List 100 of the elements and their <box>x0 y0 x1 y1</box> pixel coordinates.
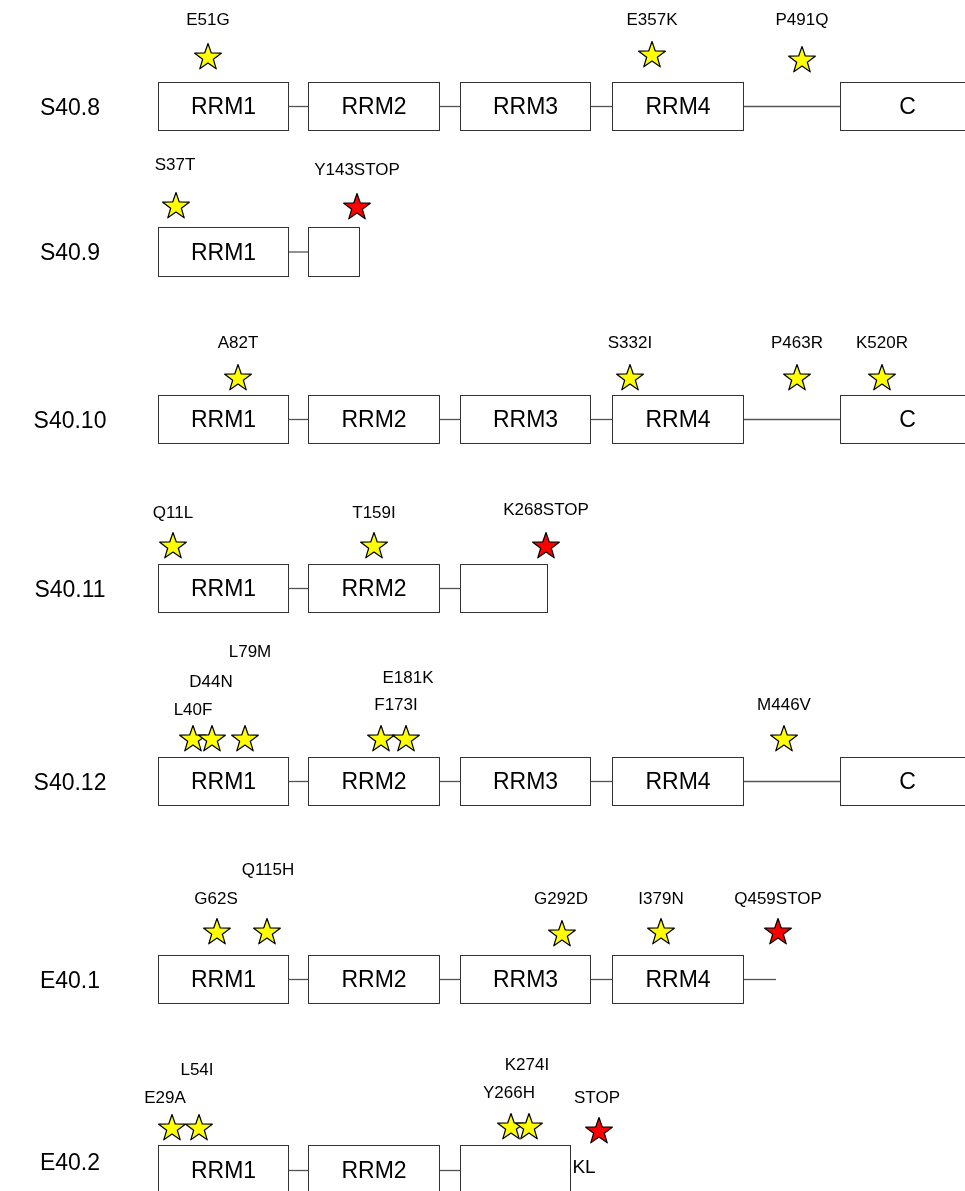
domain-label: RRM3 <box>492 93 559 120</box>
connector-line <box>288 418 309 421</box>
mutation-label: K274I <box>504 1055 550 1075</box>
domain-box <box>308 227 360 277</box>
domain-box <box>460 1145 571 1191</box>
domain-box <box>612 757 744 806</box>
mutation-label: S332I <box>607 333 653 353</box>
mutation-label: P491Q <box>775 10 829 30</box>
domain-label: RRM2 <box>341 1157 407 1184</box>
domain-box <box>612 955 744 1004</box>
domain-label: RRM3 <box>492 768 559 795</box>
connector-line <box>743 978 777 981</box>
domain-box <box>158 82 289 131</box>
domain-box <box>308 82 440 131</box>
domain-label: RRM2 <box>341 966 407 993</box>
domain-label: RRM1 <box>190 1157 257 1184</box>
mutation-label: D44N <box>189 672 233 692</box>
connector-line <box>288 978 309 981</box>
domain-label: C <box>899 768 916 795</box>
domain-box <box>460 395 591 444</box>
mutation-label: Y266H <box>483 1083 535 1103</box>
mutation-label: STOP <box>574 1088 620 1108</box>
row-label: E40.1 <box>39 966 101 994</box>
mutation-label: L79M <box>228 642 272 662</box>
domain-box <box>158 227 289 277</box>
connector-line <box>288 1169 309 1172</box>
domain-box <box>158 395 289 444</box>
connector-line <box>590 780 613 783</box>
domain-box <box>308 955 440 1004</box>
row-label: S40.8 <box>39 93 101 121</box>
domain-label: RRM1 <box>190 238 257 266</box>
domain-label: RRM3 <box>492 966 559 993</box>
mutation-label: E29A <box>144 1088 186 1108</box>
mutation-label: E181K <box>382 668 434 688</box>
domain-box <box>158 757 289 806</box>
domain-label: RRM2 <box>341 768 407 795</box>
connector-line <box>439 587 461 590</box>
mutation-label: Y143STOP <box>314 160 400 180</box>
mutation-label: E51G <box>186 10 230 30</box>
domain-label: RRM1 <box>190 966 257 993</box>
domain-box <box>612 82 744 131</box>
domain-label: RRM2 <box>341 93 407 120</box>
domain-label: RRM1 <box>190 768 257 795</box>
domain-label: RRM1 <box>190 93 257 120</box>
domain-label: RRM2 <box>341 406 407 433</box>
connector-line <box>288 587 309 590</box>
domain-box <box>158 955 289 1004</box>
row-label: E40.2 <box>39 1148 101 1176</box>
domain-label: RRM4 <box>645 768 711 795</box>
domain-box <box>460 564 548 613</box>
domain-box <box>158 1145 289 1191</box>
connector-line <box>288 251 309 253</box>
connector-line <box>439 1169 461 1172</box>
mutation-label: L40F <box>173 700 213 720</box>
domain-box <box>460 955 591 1004</box>
connector-line <box>439 780 461 783</box>
domain-label: C <box>899 93 916 120</box>
mutation-label: Q115H <box>241 860 295 880</box>
connector-line <box>439 978 461 981</box>
domain-label: RRM2 <box>341 575 407 602</box>
mutation-label: F173I <box>374 695 418 715</box>
mutation-label: T159I <box>352 503 396 523</box>
domain-box <box>308 564 440 613</box>
connector-line <box>590 978 613 981</box>
mutation-label: A82T <box>217 333 259 353</box>
domain-box <box>840 757 965 806</box>
domain-label: RRM1 <box>190 406 257 433</box>
domain-label: RRM4 <box>645 406 711 433</box>
connector-line <box>743 105 841 108</box>
mutation-label: Q459STOP <box>734 889 822 909</box>
connector-line <box>590 418 613 421</box>
connector-line <box>743 780 841 783</box>
row-label: S40.11 <box>34 575 106 603</box>
domain-box <box>612 395 744 444</box>
connector-line <box>439 418 461 421</box>
domain-label: RRM1 <box>190 575 257 602</box>
mutation-label: K268STOP <box>503 500 589 520</box>
domain-box <box>840 82 965 131</box>
connector-line <box>743 418 841 421</box>
domain-box <box>308 757 440 806</box>
mutation-label: E357K <box>626 10 678 30</box>
domain-label: C <box>899 406 916 433</box>
domain-box <box>460 757 591 806</box>
connector-line <box>439 105 461 108</box>
domain-box <box>308 395 440 444</box>
mutation-label: L54I <box>180 1060 214 1080</box>
connector-line <box>590 105 613 108</box>
mutation-label: P463R <box>771 333 823 353</box>
connector-line <box>288 105 309 108</box>
domain-label: RRM4 <box>645 966 711 993</box>
row-label: S40.10 <box>33 406 107 434</box>
domain-label: RRM4 <box>645 93 711 120</box>
row-label: S40.12 <box>33 768 107 796</box>
mutation-label: I379N <box>638 889 684 909</box>
mutation-label: K520R <box>856 333 908 353</box>
domain-box <box>840 395 965 444</box>
row-label: S40.9 <box>39 238 101 266</box>
domain-box <box>158 564 289 613</box>
domain-note: KL <box>572 1156 596 1178</box>
domain-label: RRM3 <box>492 406 559 433</box>
